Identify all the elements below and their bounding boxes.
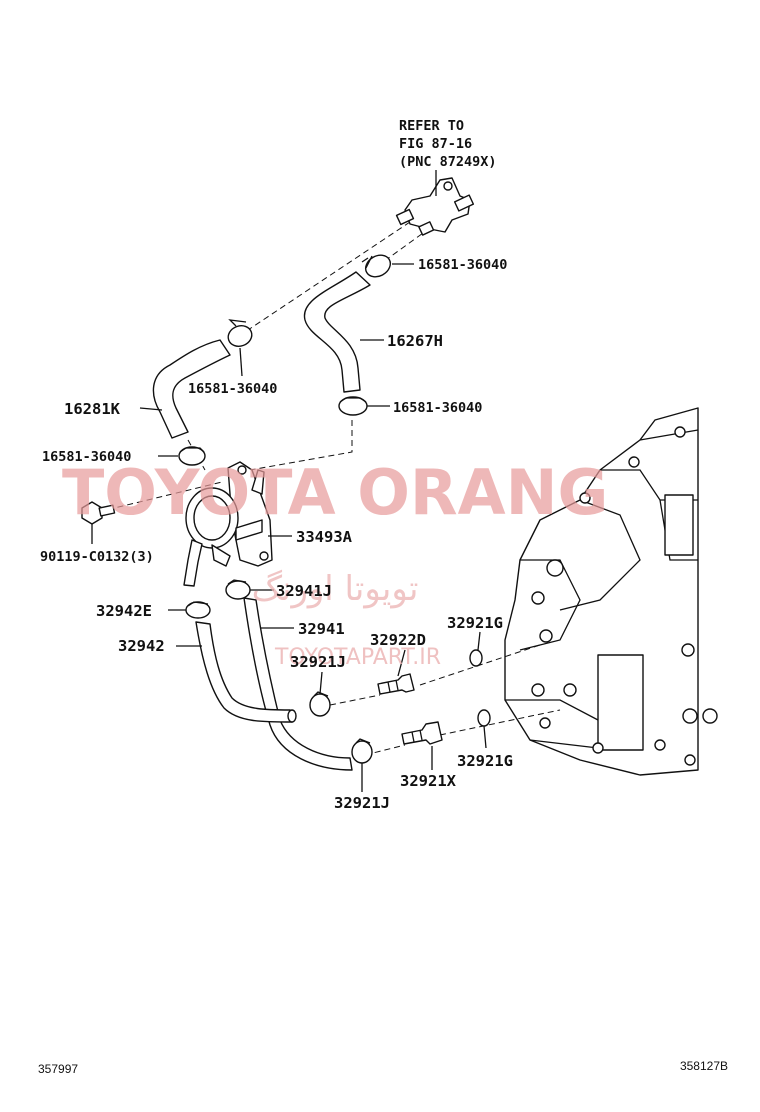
label-union-32921x: 32921X: [400, 772, 457, 790]
clamp-mid-left: [227, 319, 253, 347]
union-32922d: [377, 673, 415, 695]
clamp-32942e: [185, 601, 211, 619]
label-clamp-32921j-upper: 32921J: [290, 653, 346, 671]
label-clamp-mid-left: 16581-36040: [188, 381, 277, 397]
gasket-32921g-lower: [477, 709, 491, 727]
label-hose-16281k: 16281K: [64, 400, 121, 418]
label-cooler-33493a: 33493A: [296, 528, 353, 546]
clamp-upper-right: [361, 254, 392, 278]
hose-32942: [195, 621, 297, 723]
clamp-mid-right: [338, 396, 368, 416]
bolt-90119-c0132: [81, 501, 116, 525]
label-hose-32941: 32941: [298, 620, 345, 638]
reference-line-2: FIG 87-16: [399, 136, 472, 152]
part-labels: 16581-36040 16267H 16581-36040 16581-360…: [40, 257, 513, 812]
label-gasket-32921g-upper: 32921G: [447, 614, 503, 632]
clamp-32941j: [225, 579, 251, 600]
watermark-brand: TOYOTA ORANG: [62, 456, 608, 529]
label-bolt-90119: 90119-C0132(3): [40, 549, 154, 565]
footer-right-code: 358127B: [680, 1059, 728, 1073]
footer-left-code: 357997: [38, 1062, 78, 1076]
watermark-url: TOYOTAPART.IR: [274, 645, 441, 670]
hose-clamps: [178, 254, 392, 764]
gaskets-32921g: [469, 649, 491, 727]
label-clamp-32942e: 32942E: [96, 602, 152, 620]
union-32921x: [401, 721, 443, 745]
label-clamp-32921j-lower: 32921J: [334, 794, 390, 812]
reference-line-3: (PNC 87249X): [399, 154, 497, 170]
label-clamp-32941j: 32941J: [276, 582, 332, 600]
footer: 357997 358127B: [38, 1059, 728, 1076]
clamp-lower-left: [178, 446, 206, 466]
hose-16281k: [152, 339, 231, 439]
transmission-housing: [504, 407, 718, 776]
assembly-lines: [97, 221, 561, 756]
oil-cooler-33493a: [183, 461, 273, 587]
label-clamp-mid-right: 16581-36040: [393, 400, 482, 416]
label-clamp-lower-left: 16581-36040: [42, 449, 131, 465]
label-gasket-32921g-lower: 32921G: [457, 752, 513, 770]
watermark: TOYOTA ORANG تويوتا اورنگ TOYOTAPART.IR: [62, 456, 608, 670]
gasket-32921g-upper: [469, 649, 483, 667]
reference-note: REFER TO FIG 87-16 (PNC 87249X): [399, 118, 497, 170]
clamp-32921j-upper: [309, 691, 331, 717]
watermark-arabic: تويوتا اورنگ: [252, 569, 419, 609]
label-union-32922d: 32922D: [370, 631, 426, 649]
hose-32941: [243, 597, 353, 771]
label-hose-16267h: 16267H: [387, 332, 443, 350]
reference-line-1: REFER TO: [399, 118, 464, 134]
label-clamp-upper-right: 16581-36040: [418, 257, 507, 273]
hose-16267h: [303, 271, 371, 393]
leader-lines: [91, 170, 487, 792]
water-pipe-union: [395, 177, 475, 236]
clamp-32921j-lower: [351, 738, 373, 764]
label-hose-32942: 32942: [118, 637, 165, 655]
